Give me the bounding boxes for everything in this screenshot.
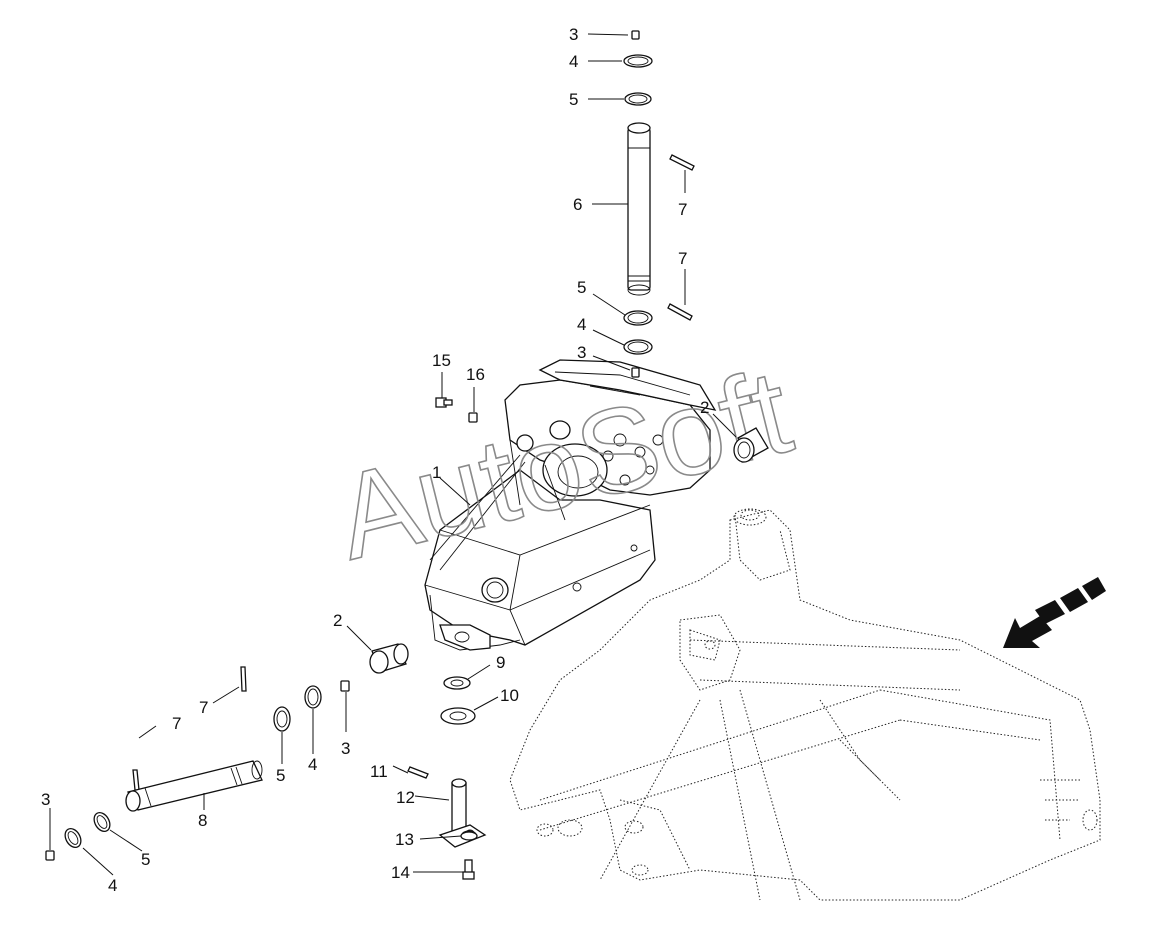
callout-7: 7: [172, 714, 181, 733]
callout-15: 15: [432, 351, 451, 370]
part-7-roll-pin-a: [669, 154, 695, 171]
part-11-roll-pin: [407, 766, 429, 779]
callout-5: 5: [141, 850, 150, 869]
part-4-ring-left: [304, 685, 322, 709]
part-13-washer-lower: [460, 831, 478, 841]
part-14-bolt: [462, 859, 475, 880]
part-2-bushing-left: [369, 643, 409, 674]
part-16-nut: [468, 412, 478, 423]
part-7-roll-pin-b: [667, 303, 693, 321]
part-15-bolt: [435, 397, 453, 408]
part-9-washer: [443, 676, 471, 690]
part-3-nut-bottom: [45, 850, 55, 861]
part-7-roll-pin-c: [240, 666, 247, 692]
callout-7: 7: [199, 698, 208, 717]
callout-5: 5: [577, 278, 586, 297]
part-4-ring-bottom: [64, 828, 82, 848]
direction-arrow-icon: [1003, 577, 1106, 648]
callout-7: 7: [678, 200, 687, 219]
callout-12: 12: [396, 788, 415, 807]
callout-8: 8: [198, 811, 207, 830]
part-7-roll-pin-d: [132, 769, 140, 791]
callout-13: 13: [395, 830, 414, 849]
callout-labels: 3 4 5 6 7 7 5 4 3 15 16 2 1 2 9 10 7 7 3…: [41, 25, 709, 895]
part-2-bushing-right: [733, 427, 769, 463]
callout-11: 11: [370, 762, 388, 781]
callout-6: 6: [573, 195, 582, 214]
swing-bracket: [424, 359, 717, 651]
callout-10: 10: [500, 686, 519, 705]
part-4-ring-mid: [623, 339, 653, 355]
part-4-ring-top: [623, 54, 653, 68]
callout-3: 3: [41, 790, 50, 809]
callout-3: 3: [577, 343, 586, 362]
callout-7: 7: [678, 249, 687, 268]
callout-2: 2: [700, 398, 709, 417]
part-5-ring-left: [273, 706, 291, 732]
part-3-nut-top: [631, 30, 640, 40]
leader-lines: [49, 33, 737, 876]
callout-4: 4: [577, 315, 586, 334]
callout-14: 14: [391, 863, 410, 882]
callout-3: 3: [341, 739, 350, 758]
callout-4: 4: [569, 52, 578, 71]
part-5-ring-top: [624, 92, 652, 106]
callout-16: 16: [466, 365, 485, 384]
callout-5: 5: [569, 90, 578, 109]
part-3-nut-mid: [631, 367, 640, 378]
callout-1: 1: [432, 463, 441, 482]
part-5-ring-mid: [623, 310, 653, 326]
part-8-pin: [125, 760, 263, 812]
part-3-nut-left: [340, 680, 350, 692]
callout-9: 9: [496, 653, 505, 672]
callout-4: 4: [108, 876, 117, 895]
part-6-pin: [627, 122, 651, 296]
callout-2: 2: [333, 611, 342, 630]
part-10-washer: [440, 707, 476, 725]
callout-5: 5: [276, 766, 285, 785]
callout-3: 3: [569, 25, 578, 44]
callout-4: 4: [308, 755, 317, 774]
part-5-ring-bottom: [93, 812, 111, 832]
loader-frame: [509, 508, 1101, 901]
